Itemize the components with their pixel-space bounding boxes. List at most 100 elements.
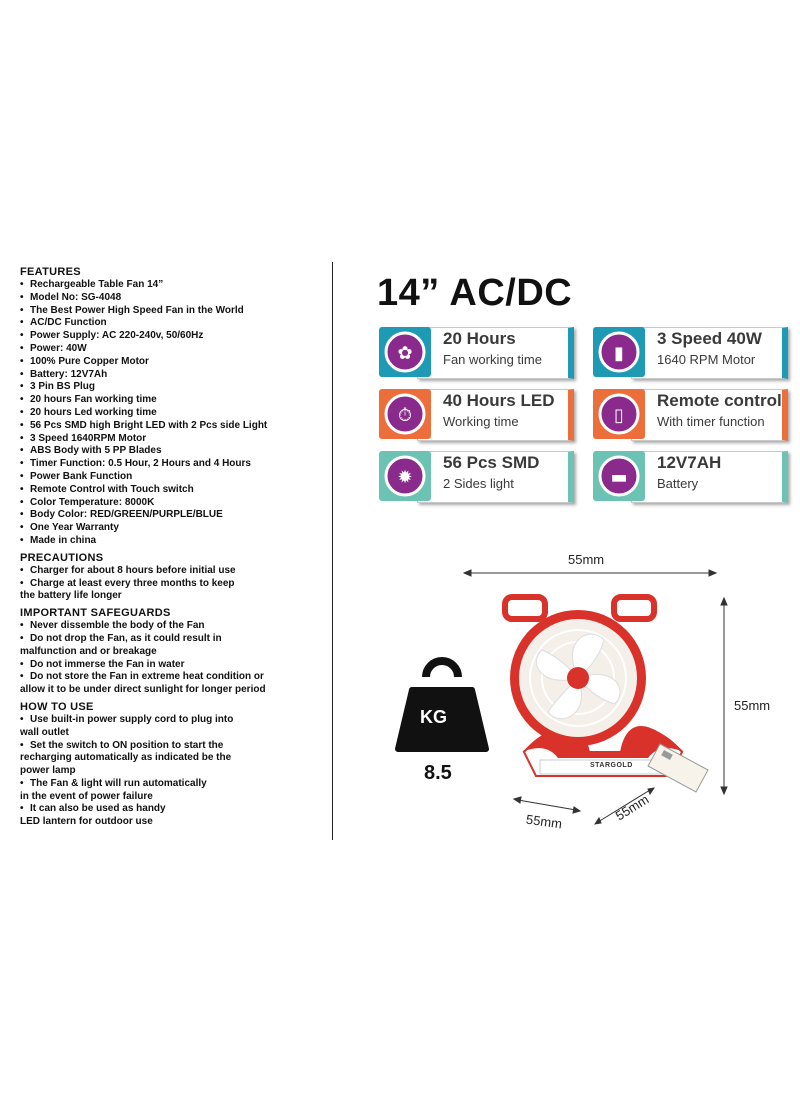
features-title: FEATURES [20, 266, 81, 278]
bullet-icon: • [20, 713, 24, 725]
list-item: •AC/DC Function [20, 317, 320, 330]
list-item: •Do not store the Fan in extreme heat co… [20, 671, 320, 684]
right-dimension-arrow [720, 596, 728, 796]
badge-panel [631, 451, 788, 503]
list-item-text: Body Color: RED/GREEN/PURPLE/BLUE [30, 509, 223, 521]
svg-text:▮: ▮ [614, 343, 624, 364]
list-item: • Power Bank Function [20, 471, 320, 484]
list-item-text: Power: 40W [30, 342, 87, 354]
list-item: •Color Temperature: 8000K [20, 497, 320, 510]
bullet-icon: • [20, 317, 24, 329]
list-item: •Charge at least every three months to k… [20, 578, 320, 591]
features-list: • Rechargeable Table Fan 14” • Model No: SG… [20, 279, 320, 548]
timer-icon: ⏱ [379, 389, 431, 439]
list-item-text: It can also be used as handy [30, 803, 166, 815]
list-item: •Charger for about 8 hours before initia… [20, 565, 320, 578]
list-item-text: 100% Pure Copper Motor [30, 355, 149, 367]
bullet-icon: • [20, 522, 24, 534]
svg-text:✿: ✿ [397, 343, 412, 364]
svg-text:⏱: ⏱ [398, 405, 412, 426]
list-item: •Do not immerse the Fan in water [20, 659, 320, 672]
list-item-text: Use built-in power supply cord to plug i… [30, 713, 234, 725]
bullet-icon: • [20, 419, 24, 431]
fan-icon-product [502, 594, 684, 777]
list-item: •20 hours Led working time [20, 407, 320, 420]
list-item-text: Timer Function: 0.5 Hour, 2 Hours and 4 … [30, 458, 251, 470]
list-item-text: Color Temperature: 8000K [30, 496, 155, 508]
bottom-left-dimension-arrow [512, 796, 582, 814]
features-section: FEATURES • Rechargeable Table Fan 14” • Mod… [20, 266, 320, 548]
list-item-text: in the event of power failure [20, 790, 153, 802]
list-item-text: Charger for about 8 hours before initial… [30, 564, 236, 576]
badge-title: 40 Hours LED [443, 391, 555, 410]
bullet-icon: • [20, 739, 24, 751]
bullet-icon: • [20, 620, 24, 632]
list-item: •Remote Control with Touch switch [20, 484, 320, 497]
list-item: in the event of power failure [20, 791, 320, 804]
list-item: power lamp [20, 765, 320, 778]
list-item-text: 20 hours Fan working time [30, 394, 157, 406]
list-item-text: Never dissemble the body of the Fan [30, 620, 205, 632]
list-item: • Never dissemble the body of the Fan [20, 620, 320, 633]
bullet-icon: • [20, 445, 24, 457]
list-item-text: Made in china [30, 534, 97, 546]
bullet-icon: • [20, 368, 24, 380]
bullet-icon: • [20, 509, 24, 521]
list-item: recharging automatically as indicated be… [20, 752, 320, 765]
badge-subtitle: Fan working time [443, 352, 542, 367]
list-item: • Timer Function: 0.5 Hour, 2 Hours and 4… [20, 458, 320, 471]
badge-subtitle: 2 Sides light [443, 476, 514, 491]
bullet-icon: • [20, 458, 24, 470]
safeguards-list: •Never dissemble the body of the Fan•Do … [20, 620, 320, 697]
list-item: •It can also be used as handy [20, 803, 320, 816]
list-item-text: Power Supply: AC 220-240v, 50/60Hz [30, 330, 204, 342]
list-item-text: LED lantern for outdoor use [20, 816, 153, 828]
product-heading: 14” AC/DC [377, 272, 573, 314]
list-item: •56 Pcs SMD high Bright LED with 2 Pcs s… [20, 420, 320, 433]
dimension-top-label: 55mm [568, 552, 605, 567]
list-item-text: Remote Control with Touch switch [30, 483, 194, 495]
list-item-text: Set the switch to ON position to start t… [30, 739, 224, 751]
list-item: malfunction and or breakage [20, 646, 320, 659]
list-item-text: Power Bank Function [30, 470, 133, 482]
list-item-text: 3 Speed 1640RPM Motor [30, 432, 147, 444]
svg-text:▬: ▬ [610, 467, 627, 488]
bullet-icon: • [20, 355, 24, 367]
list-item-text: The Fan & light will run automatically [30, 777, 207, 789]
howto-list: • Use built-in power supply cord to plug … [20, 714, 320, 829]
list-item-text: Rechargeable Table Fan 14” [30, 279, 164, 290]
bullet-icon: • [20, 304, 24, 316]
list-item-text: Model No: SG-4048 [30, 291, 122, 303]
bullet-icon: • [20, 470, 24, 482]
bullet-icon: • [20, 632, 24, 644]
list-item: •Battery: 12V7Ah [20, 369, 320, 382]
weight-kg-icon [395, 657, 489, 752]
list-item: • Model No: SG-4048 [20, 292, 320, 305]
list-item-text: One Year Warranty [30, 522, 119, 534]
list-item: • 3 Pin BS Plug [20, 381, 320, 394]
svg-text:✹: ✹ [397, 467, 412, 488]
list-item-text: malfunction and or breakage [20, 645, 157, 657]
bullet-icon: • [20, 330, 24, 342]
list-item: •The Fan & light will run automatically [20, 778, 320, 791]
weight-value: 8.5 [424, 762, 452, 784]
list-item-text: the battery life longer [20, 590, 122, 602]
list-item: • Rechargeable Table Fan 14” [20, 279, 320, 292]
precautions-title: PRECAUTIONS [20, 551, 104, 564]
light-icon: ✹ [379, 451, 431, 501]
list-item: •Do not drop the Fan, as it could result… [20, 633, 320, 646]
bullet-icon: • [20, 279, 24, 290]
list-item: wall outlet [20, 727, 320, 740]
list-item-text: 3 Pin BS Plug [30, 381, 96, 393]
badge-subtitle: Battery [657, 476, 699, 491]
list-item: • 100% Pure Copper Motor [20, 356, 320, 369]
bullet-icon: • [20, 291, 24, 303]
bullet-icon: • [20, 381, 24, 393]
list-item-text: allow it to be under direct sunlight for… [20, 684, 266, 696]
